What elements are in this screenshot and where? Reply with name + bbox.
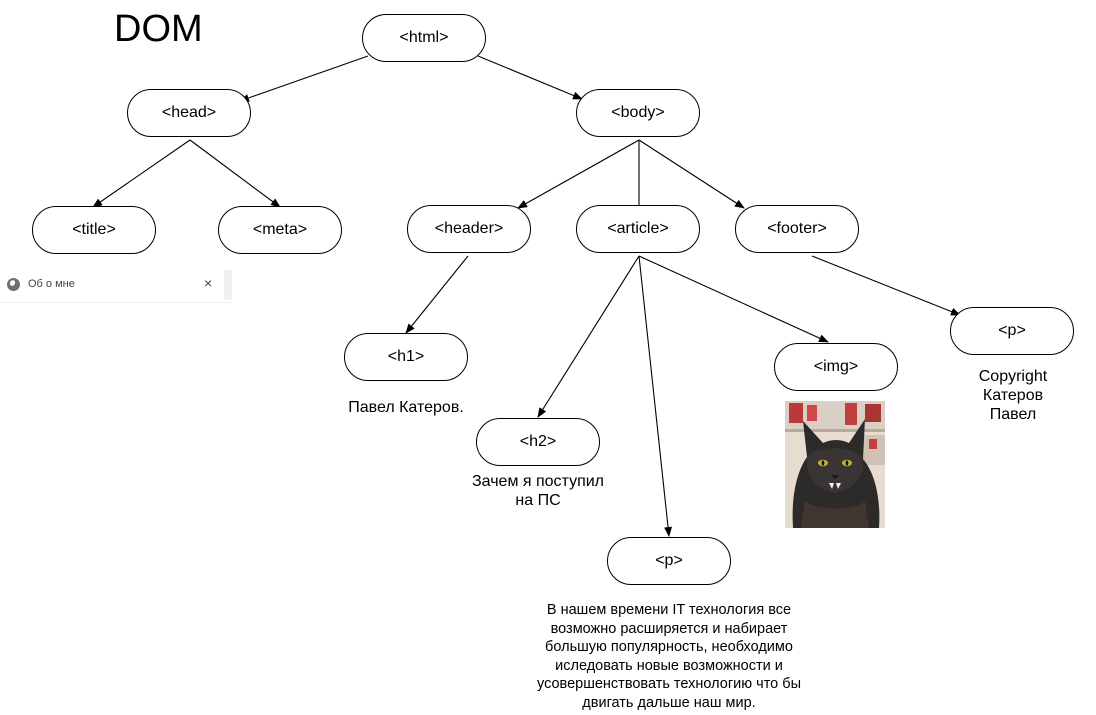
caption-h2-line: на ПС	[515, 492, 561, 509]
caption-p-line: усовершенствовать технологию что бы	[536, 676, 802, 692]
edge-html-body	[477, 55, 583, 100]
node-meta: <meta>	[218, 206, 342, 254]
caption-h2-line: Зачем я поступил	[471, 473, 605, 490]
node-html-label: <html>	[399, 29, 449, 46]
caption-p-article: В нашем времени IT технология все возмож…	[537, 601, 801, 712]
node-h1-label: <h1>	[387, 348, 425, 365]
node-img-label: <img>	[813, 358, 859, 375]
caption-h1: Павел Катеров.	[348, 399, 464, 416]
caption-p-line: иследовать новые возможности и	[555, 657, 783, 674]
caption-p-line: большую популярность, необходимо	[545, 639, 793, 655]
node-meta-label: <meta>	[252, 221, 308, 238]
caption-p-line: возможно расширяется и набирает	[550, 620, 788, 637]
cat-illustration	[785, 401, 885, 528]
edge-article-p	[638, 255, 673, 537]
node-h2-label: <h2>	[519, 433, 557, 450]
edge-head-meta	[189, 139, 281, 208]
node-footer: <footer>	[735, 205, 859, 253]
edge-header-h1	[405, 255, 469, 334]
caption-p-line: В нашем времени IT технология все	[546, 602, 792, 618]
edge-article-img	[638, 255, 829, 343]
edge-body-header	[517, 139, 640, 209]
edge-html-head	[239, 55, 369, 102]
node-h2: <h2>	[476, 418, 600, 466]
node-p-footer: <p>	[950, 307, 1074, 355]
caption-footer-line: Copyright Катеров	[978, 368, 1048, 404]
browser-tab-label: Об о мне	[28, 278, 75, 290]
edge-article-h2	[537, 255, 640, 418]
node-p-footer-label: <p>	[998, 322, 1026, 339]
node-head: <head>	[127, 89, 251, 137]
close-icon[interactable]: ×	[204, 275, 213, 291]
tab-divider	[224, 270, 232, 300]
cat-photo	[785, 401, 885, 528]
edge-body-footer	[638, 139, 745, 209]
node-footer-label: <footer>	[767, 220, 827, 237]
node-img: <img>	[774, 343, 898, 391]
node-article-label: <article>	[607, 220, 669, 237]
node-title-label: <title>	[72, 221, 116, 238]
node-article: <article>	[576, 205, 700, 253]
caption-h2: Зачем я поступил на ПС	[472, 472, 604, 510]
caption-p-line: двигать дальше наш мир.	[582, 694, 756, 711]
node-title: <title>	[32, 206, 156, 254]
diagram-title: DOM	[114, 8, 203, 50]
node-p-article: <p>	[607, 537, 731, 585]
node-header: <header>	[407, 205, 531, 253]
caption-footer-line: Павел	[989, 406, 1037, 423]
edge-head-title	[92, 139, 191, 208]
node-html: <html>	[362, 14, 486, 62]
edge-footer-p	[811, 255, 961, 316]
browser-tab[interactable]: Об о мне ×	[0, 268, 232, 303]
node-h1: <h1>	[344, 333, 468, 381]
node-head-label: <head>	[161, 104, 217, 121]
node-header-label: <header>	[434, 220, 504, 237]
node-body-label: <body>	[611, 104, 665, 121]
globe-icon	[7, 278, 20, 291]
node-body: <body>	[576, 89, 700, 137]
caption-footer: Copyright Катеров Павел	[972, 367, 1055, 424]
node-p-article-label: <p>	[655, 552, 683, 569]
